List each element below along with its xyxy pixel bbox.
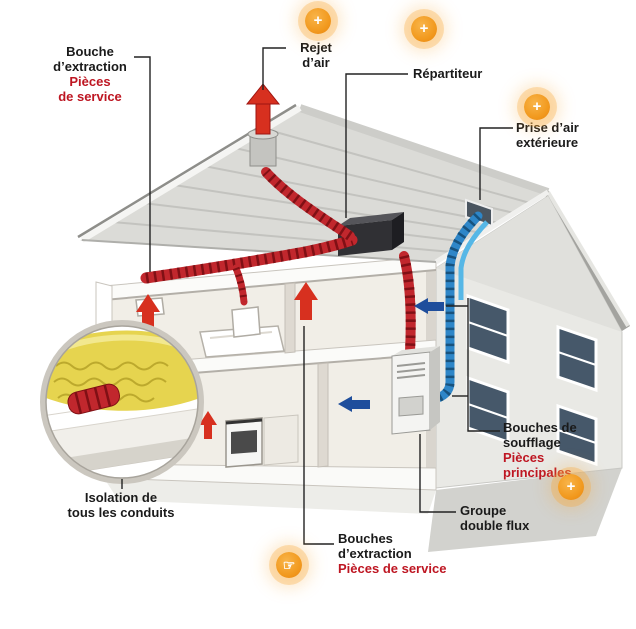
extraction-duct-red: [140, 167, 416, 357]
insulation-inset: [40, 320, 204, 484]
leader-line: [419, 434, 456, 513]
label-line: Bouche: [66, 44, 114, 59]
hotspot-icon[interactable]: +: [411, 16, 437, 42]
extraction-arrow: [199, 411, 217, 439]
leader-line: [479, 127, 513, 200]
label-line: Groupe: [460, 503, 507, 518]
label-line: Pièces de service: [338, 561, 447, 576]
label-line: Isolation de: [84, 490, 158, 505]
extraction-arrow: [294, 282, 318, 320]
leader-line: [467, 298, 500, 432]
label-bouches-soufflage: Bouches de soufflage Pièces principales: [503, 420, 577, 480]
repartiteur-unit: [338, 212, 404, 256]
label-line: Répartiteur: [413, 66, 483, 81]
oven-door: [231, 430, 257, 454]
label-line: d’extraction: [53, 59, 127, 74]
supply-arrow: [414, 298, 444, 314]
label-rejet-air: Rejet d’air: [284, 40, 348, 70]
label-prise-air-exterieure: Prise d’air extérieure: [516, 120, 579, 150]
label-line: de service: [58, 89, 122, 104]
label-line: d’extraction: [338, 546, 412, 561]
ridge-cap: [298, 104, 550, 196]
label-bouches-extraction-service: Bouches d’extraction Pièces de service: [338, 531, 446, 576]
window-mullion: [467, 321, 509, 337]
leader-line: [134, 56, 151, 272]
label-repartiteur: Répartiteur: [413, 66, 482, 81]
label-line: Rejet: [300, 40, 332, 55]
window-mullion: [467, 403, 509, 419]
label-line: Bouches de: [503, 420, 577, 435]
supply-arrow: [338, 396, 370, 412]
hotspot-icon[interactable]: +: [524, 94, 550, 120]
hotspot-icon[interactable]: +: [305, 8, 331, 34]
back-roof-slope: [544, 190, 630, 336]
cooktop: [225, 418, 263, 425]
label-line: Pièces: [69, 74, 111, 89]
label-isolation-conduits: Isolation de tous les conduits: [38, 490, 204, 520]
eave-line: [81, 239, 437, 263]
label-line: d’air: [302, 55, 330, 70]
hotspot-icon[interactable]: +: [558, 474, 584, 500]
insulated-duct-piece: [67, 383, 121, 415]
label-line: Pièces: [503, 450, 545, 465]
label-line: double flux: [460, 518, 530, 533]
window-mullion: [557, 429, 597, 444]
air-reject-arrow: [245, 83, 281, 135]
attic-slab-shadow: [103, 269, 437, 301]
double-flux-unit: [391, 346, 440, 435]
leader-line: [303, 326, 334, 545]
bathroom-sink: [231, 306, 261, 338]
window: [556, 403, 598, 467]
partition-upper: [284, 282, 296, 354]
label-line: principales: [503, 465, 572, 480]
gable-triangle: [436, 196, 622, 332]
kitchen-counter: [263, 414, 299, 466]
leader-line: [345, 73, 408, 218]
window-mullion: [557, 351, 597, 366]
label-line: extérieure: [516, 135, 579, 150]
label-line: Prise d’air: [516, 120, 579, 135]
partition-ground: [317, 362, 329, 468]
roof-tiles: [112, 128, 531, 253]
leader-lines: [121, 47, 513, 545]
hand-pointer-hotspot-icon[interactable]: ☞: [276, 552, 302, 578]
label-line: tous les conduits: [67, 505, 175, 520]
label-bouche-extraction-service: Bouche d’extraction Pièces de service: [30, 44, 150, 104]
label-line: Bouches: [338, 531, 393, 546]
leader-line: [262, 47, 286, 90]
label-line: soufflage: [503, 435, 561, 450]
supply-duct-blue: [429, 211, 489, 404]
label-groupe-double-flux: Groupe double flux: [460, 503, 529, 533]
back-rake-fascia: [546, 190, 630, 328]
